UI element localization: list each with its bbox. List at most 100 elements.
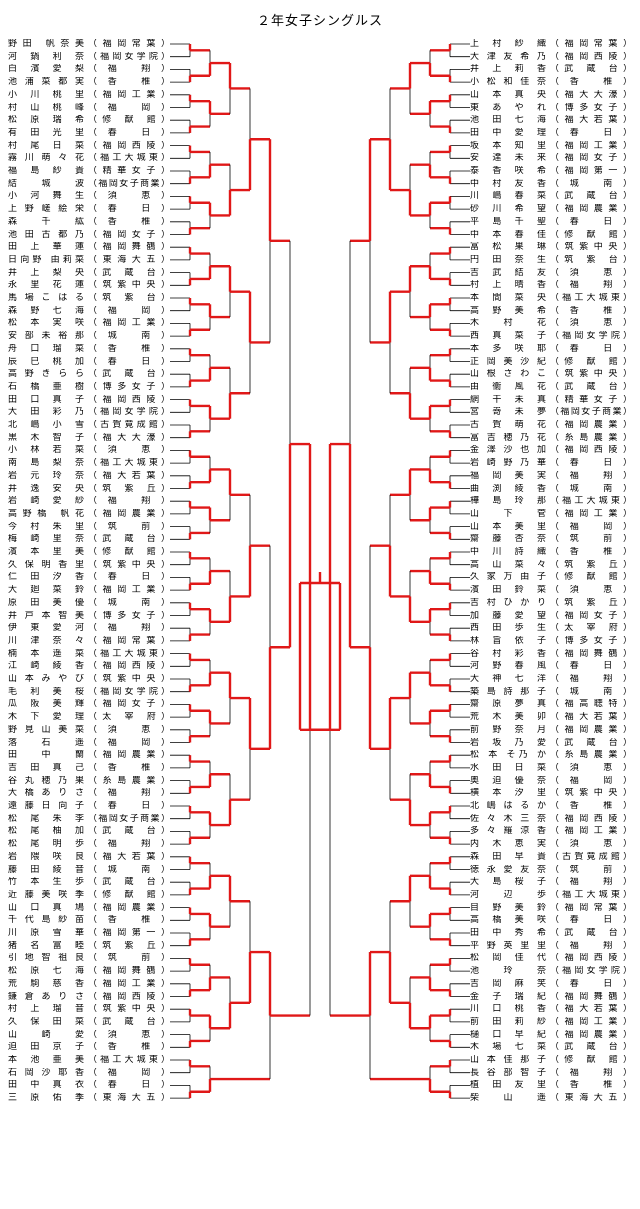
player-entry: 池 田 七 海（福大若葉） [470, 115, 632, 125]
player-school: （武 蔵 台） [88, 826, 170, 837]
player-name: 濱 田 鈴 菜 [470, 585, 546, 596]
player-school: （糸島農業） [88, 775, 170, 786]
player-school: （筑 前） [550, 864, 632, 875]
player-entry: 高野橋 帆花（福岡農業） [8, 509, 170, 519]
player-entry: 大 島 桜 子（福 翔） [470, 877, 632, 887]
player-school: （須 恵） [550, 762, 632, 773]
player-name: 大 廻 菜 鈴 [8, 585, 84, 596]
player-name: 川 津 奈 々 [8, 635, 84, 646]
player-name: 池 玲 奈 [470, 966, 546, 977]
player-name: 川 原 雪 華 [8, 928, 84, 938]
page-title: ２年女子シングルス [256, 14, 383, 29]
player-entry: 冨 吉 穂 乃 花（糸島農業） [470, 433, 632, 443]
player-entry: 村 尾 日 菜（福岡西陵） [8, 141, 170, 151]
player-school: （福 岡） [88, 102, 170, 113]
player-entry: 西 真 菜 子（福岡女学院） [470, 331, 632, 341]
player-name: 植 田 友 里 [470, 1080, 546, 1091]
player-name: 前 田 莉 紗 [470, 1016, 546, 1027]
player-entry: 山 本 み や び（筑紫中央） [8, 674, 170, 684]
player-school: （福岡第一） [550, 166, 632, 176]
player-school: （福岡工業） [550, 140, 632, 151]
player-school: （福岡常葉） [88, 39, 170, 49]
player-entry: 安 部 未 裕 那（城 南） [8, 331, 170, 341]
player-school: （福岡西陵） [88, 140, 170, 151]
player-entry: 坂 本 知 里（福岡工業） [470, 141, 632, 151]
player-school: （福岡西陵） [88, 394, 170, 405]
player-school: （福 翔） [88, 788, 170, 799]
player-entry: 井 上 莉 香（武 蔵 台） [470, 64, 632, 74]
player-name: 砂 川 希 望 [470, 204, 546, 215]
player-school: （城 南） [88, 864, 170, 875]
player-entry: 平 野 英 里 里（福 翔） [470, 941, 632, 951]
player-name: 松 尾 柚 加 [8, 826, 84, 837]
player-entry: 瓜 阪 美 輝（福岡女子） [8, 699, 170, 709]
player-entry: 松 本 そ乃 か（糸島農業） [470, 750, 632, 760]
player-entry: 高 山 菜 々（筑 紫 丘） [470, 560, 632, 570]
player-entry: 辰 巳 桃 加（春 日） [8, 357, 170, 367]
player-name: 宮 嵜 未 夢 [470, 407, 546, 418]
player-name: 岩 崎 野 乃 華 [470, 458, 546, 469]
player-school: （武 蔵 台） [550, 1042, 632, 1053]
player-school: （春 日） [88, 801, 170, 811]
player-school: （福岡工業） [88, 89, 170, 100]
player-school: （福岡舞鶴） [550, 991, 632, 1002]
player-name: 瓜 阪 美 輝 [8, 699, 84, 710]
player-school: （福岡常葉） [88, 635, 170, 646]
player-entry: 古 賀 萌 花（福岡農業） [470, 420, 632, 430]
player-school: （福岡農業） [88, 750, 170, 761]
player-entry: 高 野 き ら ら（武 蔵 台） [8, 369, 170, 379]
player-entry: 上 村 紗 織（福岡常葉） [470, 39, 632, 49]
player-name: 原 田 美 優 [8, 597, 84, 608]
player-school: （筑 紫 丘） [88, 483, 170, 494]
player-entry: 楠 本 遥 菜（福工大城東） [8, 649, 170, 659]
player-entry: 今 村 朱 里（筑 前） [8, 522, 170, 532]
player-school: （福 翔） [550, 940, 632, 951]
player-entry: 木 村 花（須 恵） [470, 318, 632, 328]
player-school: （福 岡） [88, 305, 170, 316]
player-name: 近 藤 美 咲 季 [8, 889, 84, 900]
player-name: 泰 香 咲 希 [470, 166, 546, 176]
player-school: （博多女子） [88, 381, 170, 392]
player-school: （須 恵） [88, 191, 170, 202]
player-school: （糸島農業） [550, 432, 632, 443]
player-entry: 木 場 七 菜（武 蔵 台） [470, 1042, 632, 1052]
player-school: （春 日） [88, 127, 170, 138]
player-name: 北 嶋 は る か [470, 801, 546, 811]
player-entry: 北 嶋 小 雪（古賀竟成館） [8, 420, 170, 430]
player-school: （精華女子） [550, 394, 632, 405]
player-name: 野 見 山 美 菜 [8, 724, 84, 735]
player-name: 円 田 奈 生 [470, 254, 546, 265]
player-name: 古 賀 萌 花 [470, 420, 546, 430]
player-entry: 竹 本 生 歩（武 蔵 台） [8, 877, 170, 887]
player-name: 曲 渕 綾 香 [470, 483, 546, 494]
player-entry: 有 田 光 里（春 日） [8, 128, 170, 138]
player-name: 大 田 彩 乃 [8, 407, 84, 418]
player-name: 木 村 花 [470, 318, 546, 329]
player-name: 樺 島 玲 那 [470, 496, 546, 507]
player-school: （武 蔵 台） [88, 1016, 170, 1027]
player-school: （福大若葉） [88, 470, 170, 481]
player-name: 村 上 瑠 音 [8, 1004, 84, 1015]
player-name: 高 山 菜 々 [470, 559, 546, 570]
player-name: 大 津 友 希 乃 [470, 51, 546, 62]
player-school: （春 日） [88, 356, 170, 367]
player-name: 森 千 紘 [8, 216, 84, 227]
player-entry: 田 中 愛 理（春 日） [470, 128, 632, 138]
player-school: （香 椎） [88, 915, 170, 926]
player-entry: 原 田 美 優（城 南） [8, 598, 170, 608]
player-entry: 山 口 真 鳩（福岡農業） [8, 903, 170, 913]
player-name: 岩 坂 乃 愛 [470, 737, 546, 748]
player-name: 川 口 桃 香 [470, 1004, 546, 1015]
player-entry: 吉 村 ひ か り（筑 紫 丘） [470, 598, 632, 608]
player-name: 毛 利 美 桜 [8, 686, 84, 697]
player-name: 木 下 愛 理 [8, 712, 84, 723]
player-name: 前 野 奈 月 [470, 724, 546, 735]
player-name: 松 尾 明 歩 [8, 839, 84, 850]
player-school: （春 日） [550, 216, 632, 227]
player-name: 吉 岡 麻 笑 [470, 978, 546, 989]
player-name: 吉 村 ひ か り [470, 597, 546, 608]
player-name: 迫 田 京 子 [8, 1042, 84, 1053]
player-school: （福工大城東） [550, 496, 632, 507]
player-name: 岩 崎 愛 紗 [8, 496, 84, 507]
